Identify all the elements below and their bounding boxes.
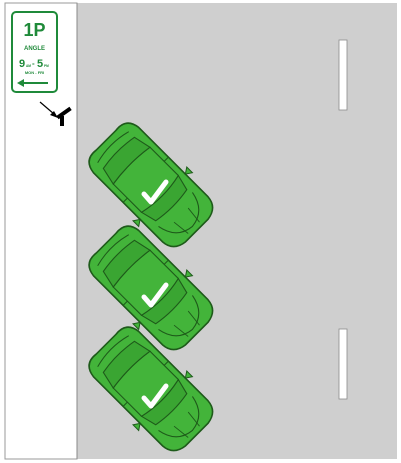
sign-type: ANGLE: [24, 46, 45, 52]
sign-hours-start-suffix: AM: [26, 64, 31, 68]
sign-hours-sep: -: [32, 59, 35, 68]
lane-marking-bottom: [339, 329, 347, 399]
lane-marking-top: [339, 40, 347, 110]
sign-hours-end: 5: [37, 58, 43, 70]
sign-hours-end-suffix: PM: [44, 64, 49, 68]
sign-days: MON - FRI: [25, 70, 44, 75]
sign-hours-start: 9: [19, 58, 25, 70]
sign-limit: 1P: [23, 20, 45, 40]
parking-sign: 1P ANGLE 9 AM - 5 PM MON - FRI: [12, 12, 57, 92]
